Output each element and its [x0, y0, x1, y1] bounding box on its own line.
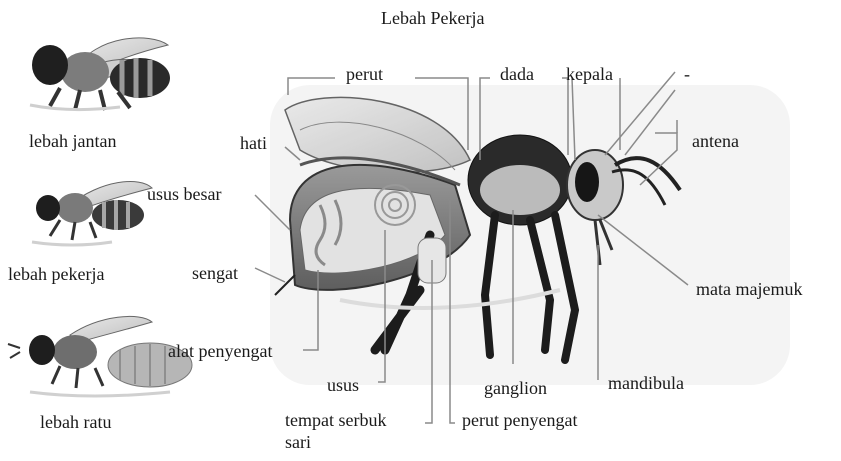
diagram-title: Lebah Pekerja — [381, 8, 484, 28]
label-pollen-basket-line2: sari — [285, 432, 311, 452]
label-mandible: mandibula — [608, 373, 684, 393]
label-drone-bee: lebah jantan — [29, 131, 116, 151]
label-sting-stomach: perut penyengat — [462, 410, 577, 430]
label-ganglion: ganglion — [484, 378, 547, 398]
label-pollen-basket-line1: tempat serbuk — [285, 410, 386, 430]
worker-bee-icon — [32, 181, 152, 245]
label-intestine: usus — [327, 375, 359, 395]
queen-bee-icon — [8, 316, 192, 396]
label-large-intestine: usus besar — [147, 184, 222, 204]
label-sting: sengat — [192, 263, 238, 283]
drone-bee-icon — [30, 38, 170, 110]
label-worker-bee: lebah pekerja — [8, 264, 104, 284]
label-heart: hati — [240, 133, 267, 153]
label-thorax: dada — [500, 64, 534, 84]
label-abdomen: perut — [346, 64, 383, 84]
label-dash: - — [684, 64, 690, 84]
label-queen-bee: lebah ratu — [40, 412, 111, 432]
label-antenna: antena — [692, 131, 739, 151]
label-sting-apparatus: alat penyengat — [168, 341, 272, 361]
label-compound-eye: mata majemuk — [696, 279, 802, 299]
label-head: kepala — [566, 64, 613, 84]
